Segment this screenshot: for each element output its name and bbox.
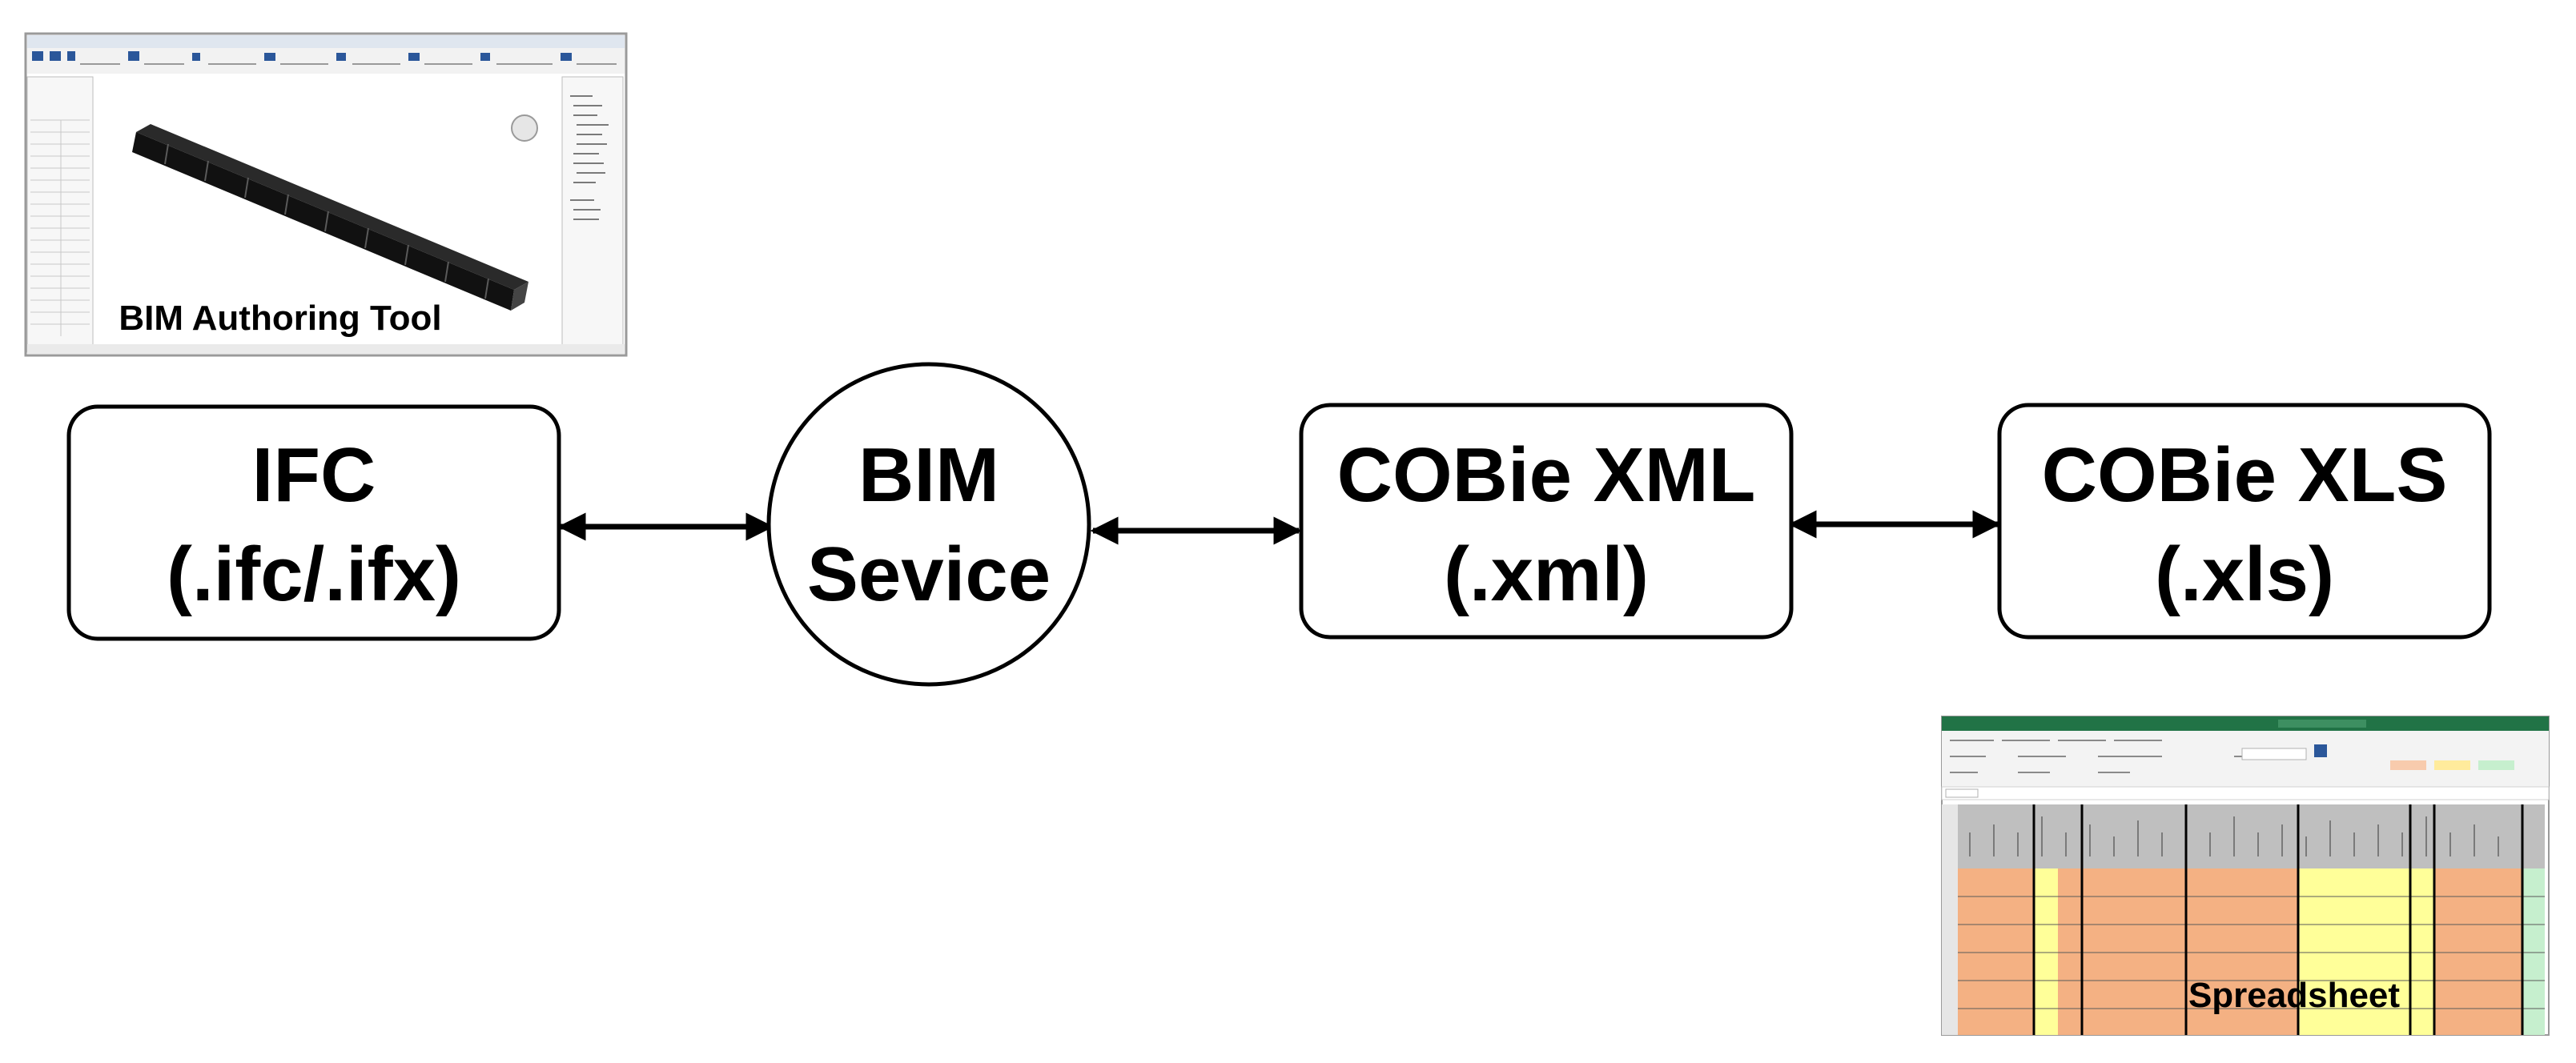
ifc-node-title: IFC — [252, 432, 376, 518]
ifc-node: IFC (.ifc/.ifx) — [66, 404, 561, 641]
bim-service-node: BIM Sevice — [766, 362, 1091, 687]
bim-service-node-subtitle: Sevice — [807, 532, 1051, 617]
cobie-xls-node-title: COBie XLS — [2042, 432, 2448, 518]
cobie-xls-node: COBie XLS (.xls) — [1997, 403, 2492, 640]
cobie-xml-node: COBie XML (.xml) — [1299, 403, 1794, 640]
cobie-xml-node-extension: (.xml) — [1444, 532, 1649, 617]
spreadsheet-caption: Spreadsheet — [2188, 976, 2400, 1015]
spreadsheet-thumbnail: Spreadsheet — [1941, 716, 2550, 1036]
bim-tool-caption: BIM Authoring Tool — [119, 299, 441, 338]
bim-service-node-title: BIM — [858, 432, 999, 518]
bim-authoring-tool-thumbnail: BIM Authoring Tool — [24, 32, 628, 357]
cobie-xls-node-extension: (.xls) — [2155, 532, 2334, 617]
ifc-node-extension: (.ifc/.ifx) — [167, 532, 461, 617]
cobie-xml-node-title: COBie XML — [1337, 432, 1756, 518]
